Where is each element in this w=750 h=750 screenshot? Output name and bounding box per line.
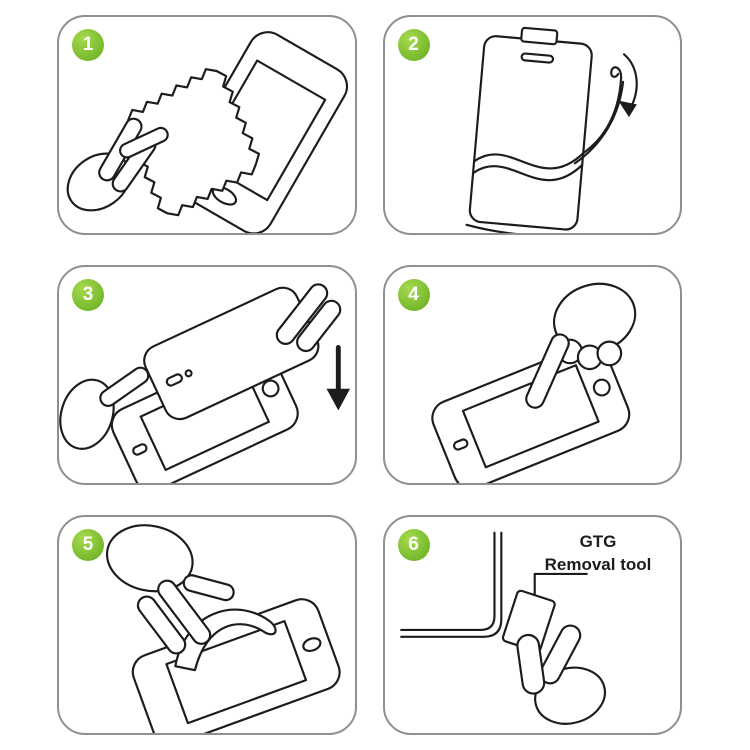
step-3-number-badge: 3	[72, 279, 104, 311]
step-1-number-badge: 1	[72, 29, 104, 61]
peel-direction-arrow-icon	[617, 53, 638, 118]
phone-icon	[430, 342, 630, 483]
left-hand-icon	[59, 366, 150, 450]
peel-film-illustration	[464, 26, 638, 233]
removal-tool-label: GTG Removal tool	[518, 531, 678, 577]
clean-screen-illustration	[66, 31, 349, 233]
removal-tool-illustration	[399, 531, 606, 725]
removal-tool-label-line2: Removal tool	[544, 554, 652, 574]
align-protector-illustration	[59, 283, 351, 483]
hand-icon	[66, 117, 169, 212]
step-number: 5	[82, 534, 94, 555]
step-6-number-badge: 6	[397, 529, 430, 561]
smoothing-hand-icon	[105, 524, 235, 655]
step-panel-3: 3	[57, 265, 357, 485]
step-2-number-badge: 2	[397, 29, 430, 61]
step-panel-5: 5	[57, 515, 357, 735]
step-number: 2	[408, 34, 419, 55]
pressing-hand-icon	[524, 282, 636, 409]
step-panel-2: 2	[382, 15, 682, 235]
cleaning-cloth-icon	[123, 68, 261, 217]
pinching-hand-icon	[515, 624, 606, 725]
press-center-illustration	[430, 282, 636, 483]
smooth-film-illustration	[105, 524, 341, 733]
step-panel-1: 1	[57, 15, 357, 235]
step-panel-6: 6 GTG Removal tool	[382, 515, 682, 735]
peeled-film-icon	[573, 66, 624, 165]
holding-fingers-icon	[275, 283, 342, 353]
step-4-number-badge: 4	[397, 279, 430, 311]
screen-corner-icon	[399, 531, 502, 638]
down-arrow-icon	[326, 345, 351, 411]
step-number: 4	[408, 284, 419, 305]
label-pointer-line	[533, 572, 588, 605]
protector-sheet-icon	[464, 26, 593, 233]
step-panel-4: 4	[382, 265, 682, 485]
step-number: 3	[82, 284, 94, 305]
step-number: 6	[408, 534, 419, 555]
removal-tool-label-line1: GTG	[579, 532, 617, 551]
step-5-number-badge: 5	[72, 529, 104, 561]
step-number: 1	[82, 34, 94, 55]
